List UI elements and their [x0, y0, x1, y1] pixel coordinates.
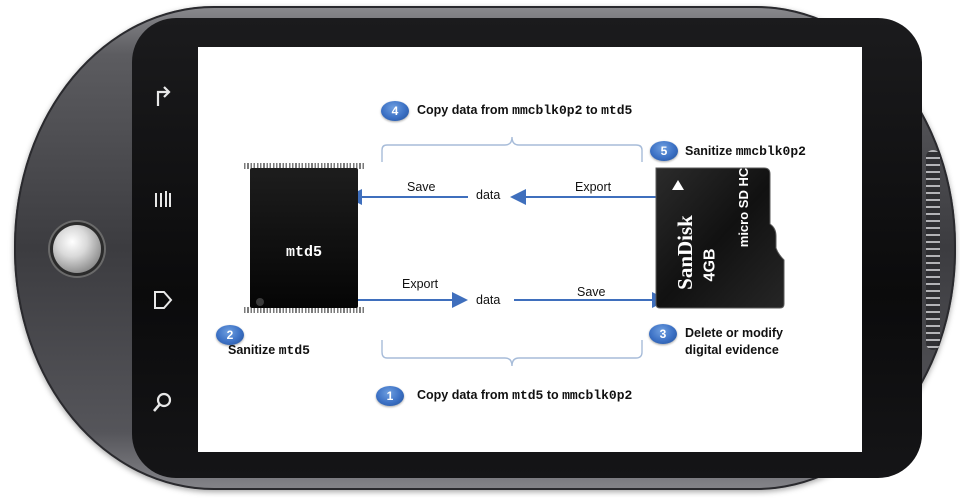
bottom-data-label: data: [476, 293, 501, 307]
top-export-label: Export: [575, 180, 612, 194]
top-bracket: [381, 136, 643, 162]
step-3-badge: 3: [649, 324, 677, 344]
chip-pins-bottom: [244, 307, 364, 313]
step-4-badge: 4: [381, 101, 409, 121]
step-1-text: Copy data from mtd5 to mmcblk0p2: [417, 388, 633, 403]
step-3-line1: Delete or modify: [685, 326, 783, 340]
step-4-text: Copy data from mmcblk0p2 to mtd5: [417, 103, 633, 118]
step-2-text: Sanitize mtd5: [228, 343, 310, 358]
top-data-label: data: [476, 188, 501, 202]
trackball[interactable]: [53, 225, 101, 273]
chip-label: mtd5: [285, 244, 322, 261]
step-1-badge: 1: [376, 386, 404, 406]
microsd-card: SanDisk 4GB micro SD HC: [652, 164, 792, 319]
sdcard-shape: [655, 167, 785, 309]
sd-insert-arrow-icon: [672, 180, 684, 190]
back-icon[interactable]: [147, 80, 179, 112]
mtd5-chip: [250, 168, 358, 308]
step-3-line2: digital evidence: [685, 343, 779, 357]
bottom-bracket: [381, 340, 643, 367]
bottom-save-label: Save: [577, 285, 606, 299]
step-5-badge: 5: [650, 141, 678, 161]
chip-pin1-dot: [256, 298, 264, 306]
step-2-badge: 2: [216, 325, 244, 345]
speaker-grille: [926, 150, 940, 350]
menu-icon[interactable]: [147, 183, 179, 215]
chip-pins-top: [244, 163, 364, 169]
bottom-export-label: Export: [402, 277, 439, 291]
top-save-label: Save: [407, 180, 436, 194]
sd-logo: micro SD HC: [736, 167, 752, 248]
search-icon[interactable]: [147, 386, 179, 418]
sd-capacity: 4GB: [701, 248, 719, 282]
sd-brand: SanDisk: [672, 215, 697, 290]
home-icon[interactable]: [147, 284, 179, 316]
step-5-text: Sanitize mmcblk0p2: [685, 144, 806, 159]
